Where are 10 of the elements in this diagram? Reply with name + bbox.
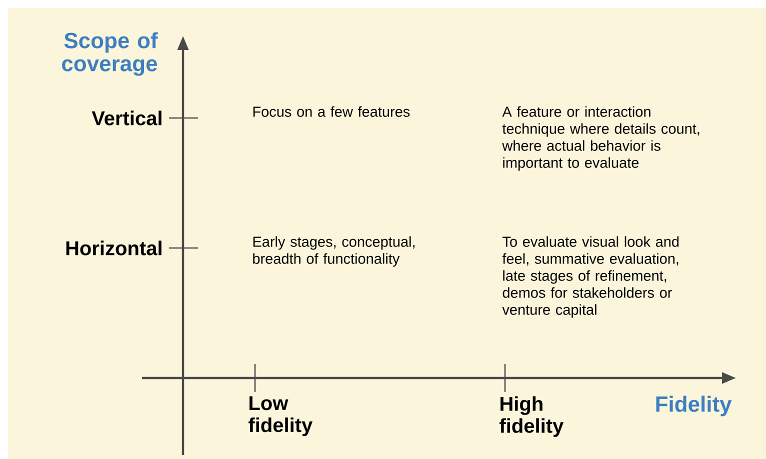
quadrant-text: A feature or interaction technique where details count, where actual behavior is important to evaluate [502, 106, 700, 171]
quadrant-text: Early stages, conceptual, breadth of functionality [253, 236, 414, 267]
axis-tick-label: High fidelity [500, 396, 564, 437]
axis-title: Scope of coverage [62, 32, 158, 76]
axis-title: Fidelity [656, 396, 732, 416]
axis-tick-label: Horizontal [66, 240, 162, 256]
axis-tick-label: Low fidelity [248, 396, 313, 436]
axis-tick-label: Vertical [92, 110, 162, 126]
quadrant-text: Focus on a few features [253, 106, 410, 117]
quadrant-text: To evaluate visual look and feel, summative evaluation, late stages of refinement, demos for stakeholders or venture capital [502, 236, 679, 318]
